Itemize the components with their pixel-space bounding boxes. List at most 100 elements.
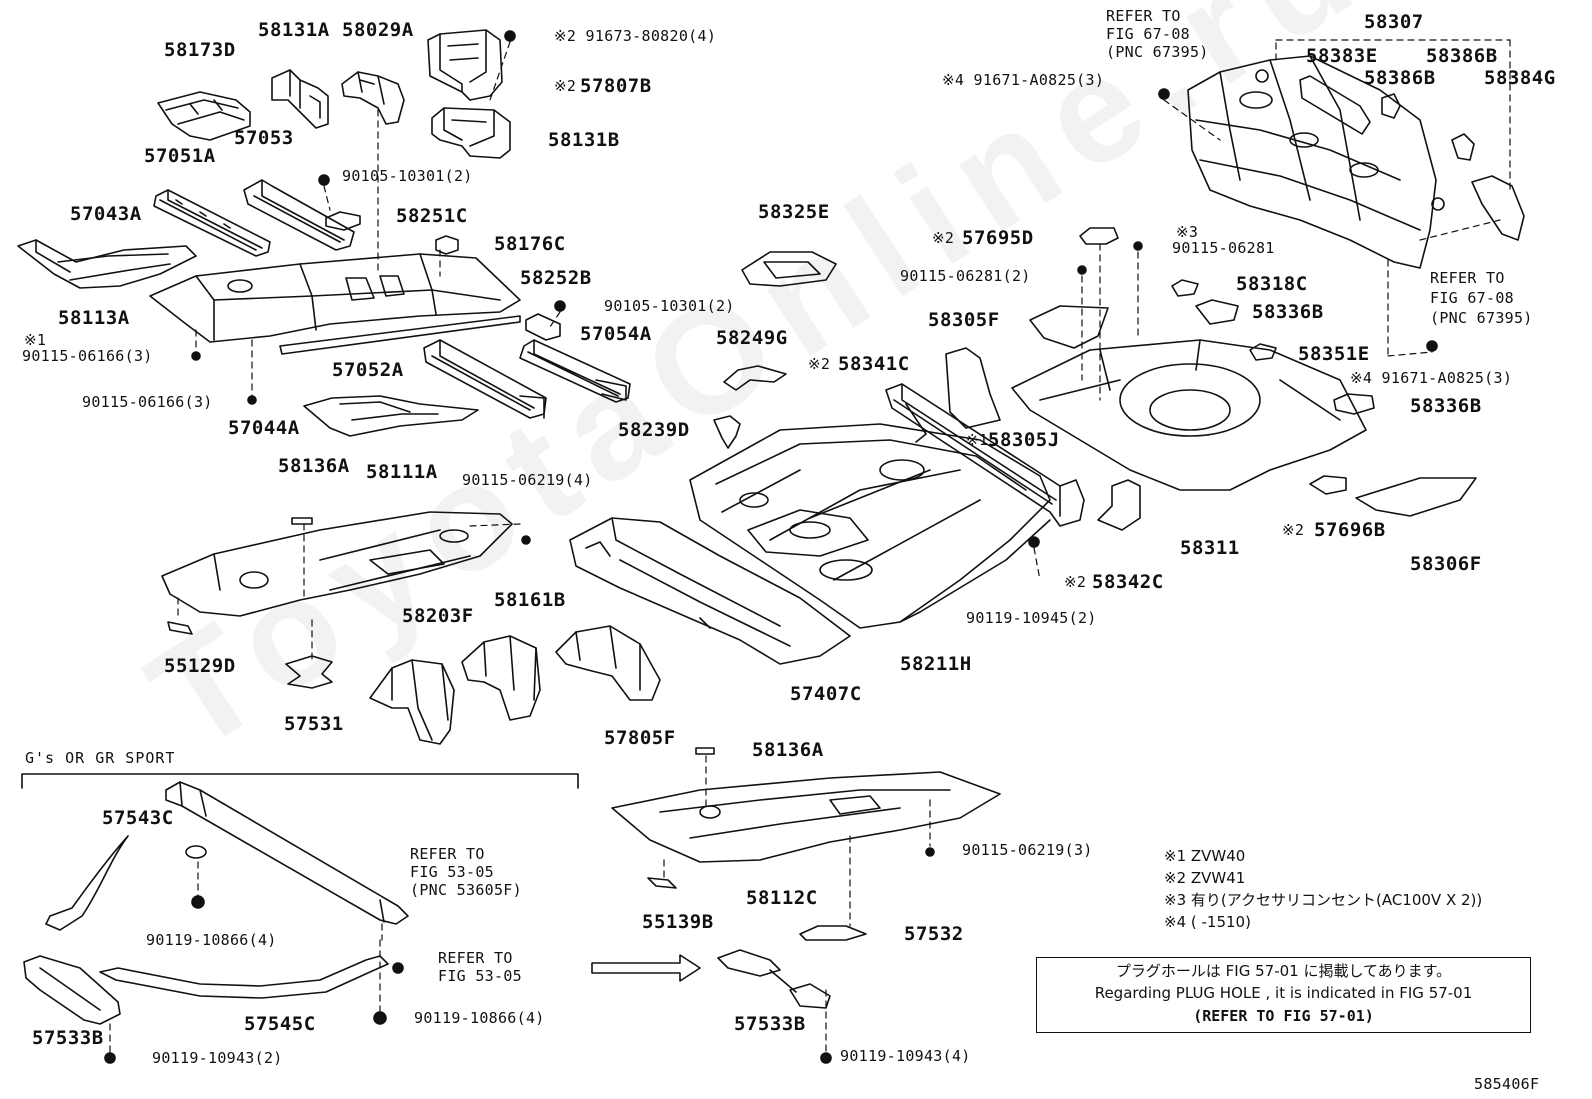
mark-58341C: ※2 — [808, 355, 831, 373]
plug-hole-icon-b — [1431, 197, 1445, 211]
label-90115-06166-b[interactable]: 90115-06166(3) — [82, 393, 213, 411]
label-90119-10943-b[interactable]: 90119-10943(4) — [840, 1047, 971, 1065]
part-58252B-drawing — [525, 313, 561, 341]
leader-lines-lower — [177, 523, 931, 1055]
label-90119-10945[interactable]: 90119-10945(2) — [966, 609, 1097, 627]
part-58336B-b-drawing — [1333, 393, 1375, 415]
part-58239D-drawing — [713, 415, 741, 449]
label-55139B[interactable]: 55139B — [642, 911, 714, 933]
label-57054A[interactable]: 57054A — [580, 323, 652, 345]
part-58173D-drawing — [157, 91, 251, 141]
label-55129D[interactable]: 55129D — [164, 655, 236, 677]
label-58336B-b[interactable]: 58336B — [1410, 395, 1482, 417]
part-57807B-drawing — [427, 29, 503, 101]
label-91673-80820[interactable]: ※2 91673-80820(4) — [554, 27, 717, 45]
label-91671-A0825-a[interactable]: ※4 91671-A0825(3) — [942, 71, 1105, 89]
label-91671-A0825-b[interactable]: ※4 91671-A0825(3) — [1350, 369, 1513, 387]
part-58112C-drawing — [611, 771, 1001, 863]
label-58307[interactable]: 58307 — [1364, 11, 1424, 33]
label-58342C[interactable]: 58342C — [1092, 571, 1164, 593]
label-90105-10301-a[interactable]: 90105-10301(2) — [342, 167, 473, 185]
legend-note-1: ※1 ZVW40 — [1164, 847, 1246, 865]
label-58341C[interactable]: 58341C — [838, 353, 910, 375]
label-58384G[interactable]: 58384G — [1484, 67, 1556, 89]
label-58211H[interactable]: 58211H — [900, 653, 972, 675]
ref-67-08-b-line1: REFER TO — [1430, 269, 1505, 287]
legend-note-2: ※2 ZVW41 — [1164, 869, 1246, 887]
label-58336B-a[interactable]: 58336B — [1252, 301, 1324, 323]
part-58386B-b-drawing — [1451, 133, 1475, 161]
part-58386B-a-drawing — [1381, 93, 1401, 119]
part-57543C-drawing — [45, 781, 409, 931]
label-57407C[interactable]: 57407C — [790, 683, 862, 705]
label-57807B[interactable]: 57807B — [580, 75, 652, 97]
part-57054A-drawing — [519, 339, 631, 403]
part-58113A-drawing — [149, 253, 521, 355]
ref-53-05-a-line2: FIG 53-05 — [410, 863, 494, 881]
label-58251C[interactable]: 58251C — [396, 205, 468, 227]
label-58306F[interactable]: 58306F — [1410, 553, 1482, 575]
label-57543C[interactable]: 57543C — [102, 807, 174, 829]
label-58351E[interactable]: 58351E — [1298, 343, 1370, 365]
label-90115-06219-a[interactable]: 90115-06219(4) — [462, 471, 593, 489]
label-57545C[interactable]: 57545C — [244, 1013, 316, 1035]
part-55129D-drawing — [167, 621, 193, 635]
label-58173D[interactable]: 58173D — [164, 39, 236, 61]
label-58252B[interactable]: 58252B — [520, 267, 592, 289]
label-57533B-a[interactable]: 57533B — [32, 1027, 104, 1049]
label-58113A[interactable]: 58113A — [58, 307, 130, 329]
fastener-icons-left — [191, 30, 1040, 548]
label-57043A[interactable]: 57043A — [70, 203, 142, 225]
notice-line-ref: (REFER TO FIG 57-01) — [1193, 1007, 1374, 1025]
label-90115-06166-a[interactable]: 90115-06166(3) — [22, 347, 153, 365]
label-58176C[interactable]: 58176C — [494, 233, 566, 255]
label-58203F[interactable]: 58203F — [402, 605, 474, 627]
label-57696B[interactable]: 57696B — [1314, 519, 1386, 541]
part-57053-drawing — [243, 179, 355, 251]
part-58383E-drawing — [1299, 75, 1371, 135]
label-90115-06219-b[interactable]: 90115-06219(3) — [962, 841, 1093, 859]
label-58136A-b[interactable]: 58136A — [752, 739, 824, 761]
label-58386B-b[interactable]: 58386B — [1426, 45, 1498, 67]
label-58029A[interactable]: 58029A — [342, 19, 414, 41]
label-57052A[interactable]: 57052A — [332, 359, 404, 381]
label-90115-06281-b[interactable]: 90115-06281(2) — [900, 267, 1031, 285]
label-58325E[interactable]: 58325E — [758, 201, 830, 223]
label-90119-10943-a[interactable]: 90119-10943(2) — [152, 1049, 283, 1067]
label-90119-10866-b[interactable]: 90119-10866(4) — [414, 1009, 545, 1027]
label-57531[interactable]: 57531 — [284, 713, 344, 735]
label-90115-06281-a[interactable]: 90115-06281 — [1172, 239, 1275, 257]
label-58239D[interactable]: 58239D — [618, 419, 690, 441]
label-58305J[interactable]: 58305J — [988, 429, 1060, 451]
label-58131A[interactable]: 58131A — [258, 19, 330, 41]
label-57532[interactable]: 57532 — [904, 923, 964, 945]
label-58386B-a[interactable]: 58386B — [1364, 67, 1436, 89]
part-58136A-b-drawing — [695, 747, 715, 755]
label-58131B[interactable]: 58131B — [548, 129, 620, 151]
label-58305F[interactable]: 58305F — [928, 309, 1000, 331]
label-58249G[interactable]: 58249G — [716, 327, 788, 349]
label-57695D[interactable]: 57695D — [962, 227, 1034, 249]
label-58136A-a[interactable]: 58136A — [278, 455, 350, 477]
plug-hole-notice: プラグホールは FIG 57-01 に掲載してあります。 Regarding P… — [1036, 957, 1531, 1033]
label-58383E[interactable]: 58383E — [1306, 45, 1378, 67]
ref-53-05-a-line1: REFER TO — [410, 845, 485, 863]
label-58318C[interactable]: 58318C — [1236, 273, 1308, 295]
label-57044A[interactable]: 57044A — [228, 417, 300, 439]
label-90119-10866-a[interactable]: 90119-10866(4) — [146, 931, 277, 949]
part-57533B-a-drawing — [23, 955, 121, 1025]
label-90105-10301-b[interactable]: 90105-10301(2) — [604, 297, 735, 315]
mark-57696B: ※2 — [1282, 521, 1305, 539]
label-58111A[interactable]: 58111A — [366, 461, 438, 483]
part-58249G-drawing — [723, 365, 787, 391]
label-58112C[interactable]: 58112C — [746, 887, 818, 909]
label-58161B[interactable]: 58161B — [494, 589, 566, 611]
part-58351E-drawing — [1249, 343, 1277, 361]
label-57051A[interactable]: 57051A — [144, 145, 216, 167]
label-57053[interactable]: 57053 — [234, 127, 294, 149]
label-58311[interactable]: 58311 — [1180, 537, 1240, 559]
label-57805F[interactable]: 57805F — [604, 727, 676, 749]
legend-note-3: ※3 有り(アクセサリコンセント(AC100V X 2)) — [1164, 891, 1483, 909]
mark-58305J: ※1 — [966, 431, 989, 449]
label-57533B-b[interactable]: 57533B — [734, 1013, 806, 1035]
